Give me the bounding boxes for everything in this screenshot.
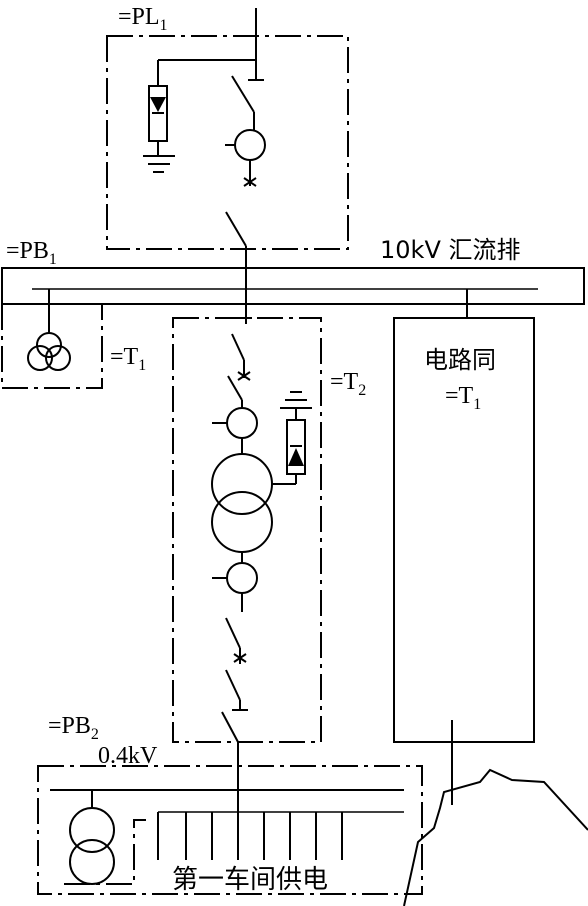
three-winding-transformer-icon (27, 289, 71, 371)
same-circuit-label: 电路同 (424, 346, 496, 374)
bus-04kv (50, 789, 404, 860)
arrester-up-icon (280, 391, 312, 475)
pb2-label: =PB2 (48, 713, 99, 743)
bus-10kv (1, 267, 585, 305)
t1-label: =T1 (110, 344, 146, 374)
workshop-label: 第一车间供电 (172, 865, 328, 895)
break-line-icon (403, 720, 588, 906)
pb1-box (1, 304, 103, 389)
same-circuit-box (393, 289, 535, 743)
same-circuit-ref: =T1 (445, 383, 481, 413)
pb1-label: =PB1 (6, 238, 57, 268)
transformer-icon (64, 790, 146, 885)
bus-10kv-label: 10kV 汇流排 (380, 236, 520, 264)
t2-feeder (212, 317, 258, 454)
t2-low-side (212, 552, 258, 790)
ground-icon (143, 155, 175, 173)
t2-label: =T2 (330, 369, 366, 399)
pl1-box (106, 35, 349, 250)
t2-box (172, 317, 322, 743)
pb2-box (37, 765, 423, 895)
disconnect-switch-icon (225, 211, 247, 318)
pl1-label: =PL1 (118, 4, 168, 34)
bus-04kv-label: 0.4kV (98, 743, 158, 769)
transformer-icon (211, 453, 297, 553)
arrester-down-icon (148, 85, 168, 155)
incoming-feeder (157, 8, 266, 187)
